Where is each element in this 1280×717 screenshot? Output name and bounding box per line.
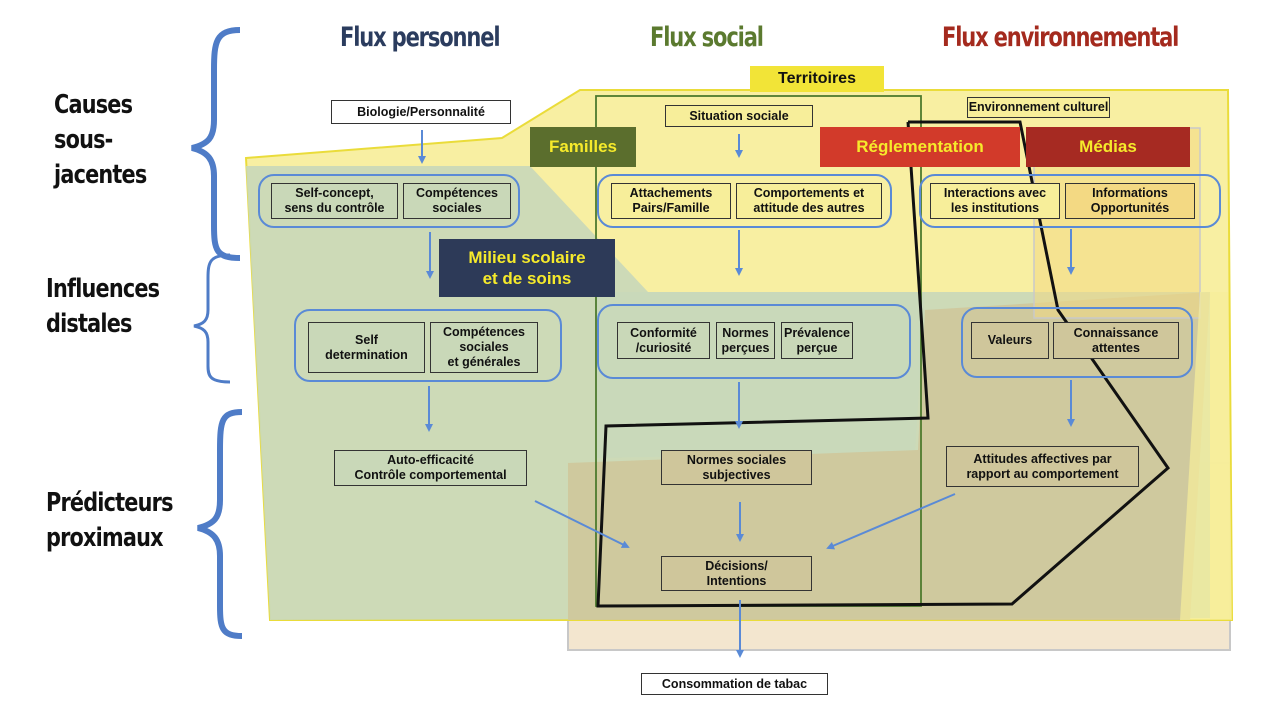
stream-title-social: Flux social — [650, 22, 764, 53]
stream-title-environnemental: Flux environnemental — [942, 22, 1179, 53]
zone-right-edge — [1180, 292, 1232, 620]
zone-environmental — [568, 292, 1210, 620]
stream-title-environnemental-text: Flux environnemental — [942, 22, 1179, 53]
node-prevalence-percue: Prévalence perçue — [781, 322, 853, 359]
node-competences-sociales: Compétences sociales — [403, 183, 511, 219]
node-decisions-intentions: Décisions/ Intentions — [661, 556, 812, 591]
node-comportements-autres: Comportements et attitude des autres — [736, 183, 882, 219]
brace-proximaux-icon — [197, 409, 243, 639]
group-social-causes — [597, 174, 892, 228]
brace-causes-icon — [191, 27, 241, 261]
node-environnement-culturel: Environnement culturel — [967, 97, 1110, 118]
banner-medias: Médias — [1026, 127, 1190, 167]
node-situation-sociale: Situation sociale — [665, 105, 813, 127]
banner-familles: Familles — [530, 127, 636, 167]
node-connaissance-attentes: Connaissance attentes — [1053, 322, 1179, 359]
node-self-concept: Self-concept, sens du contrôle — [271, 183, 398, 219]
node-conformite: Conformité /curiosité — [617, 322, 710, 359]
node-normes-percues: Normes perçues — [716, 322, 775, 359]
level-label-proximaux: Prédicteurs proximaux — [46, 488, 173, 553]
level-label-distales: Influences distales — [46, 274, 160, 339]
node-consommation-tabac: Consommation de tabac — [641, 673, 828, 695]
group-personnel-causes — [258, 174, 520, 228]
group-environnemental-distales — [961, 307, 1193, 378]
banner-reglementation: Réglementation — [820, 127, 1020, 167]
banner-territoires: Territoires — [750, 66, 884, 92]
node-biologie: Biologie/Personnalité — [331, 100, 511, 124]
level-label-causes: Causes sous- jacentes — [54, 90, 147, 190]
node-valeurs: Valeurs — [971, 322, 1049, 359]
brace-distales-icon — [193, 253, 231, 384]
node-self-determination: Self determination — [308, 322, 425, 373]
node-normes-subjectives: Normes sociales subjectives — [661, 450, 812, 485]
node-interactions-institutions: Interactions avec les institutions — [930, 183, 1060, 219]
node-competences-generales: Compétences sociales et générales — [430, 322, 538, 373]
group-personnel-distales — [294, 309, 562, 382]
stream-title-personnel-text: Flux personnel — [340, 22, 501, 53]
group-social-distales — [597, 304, 911, 379]
stream-title-personnel: Flux personnel — [340, 22, 501, 53]
node-attitudes-affectives: Attitudes affectives par rapport au comp… — [946, 446, 1139, 487]
braces-layer — [191, 27, 243, 639]
node-attachements: Attachements Pairs/Famille — [611, 183, 731, 219]
banner-milieu-scolaire: Milieu scolaire et de soins — [439, 239, 615, 297]
stream-title-social-text: Flux social — [650, 22, 764, 53]
node-auto-efficacite: Auto-efficacité Contrôle comportemental — [334, 450, 527, 486]
node-informations-opportunites: Informations Opportunités — [1065, 183, 1195, 219]
group-environnemental-causes — [919, 174, 1221, 228]
